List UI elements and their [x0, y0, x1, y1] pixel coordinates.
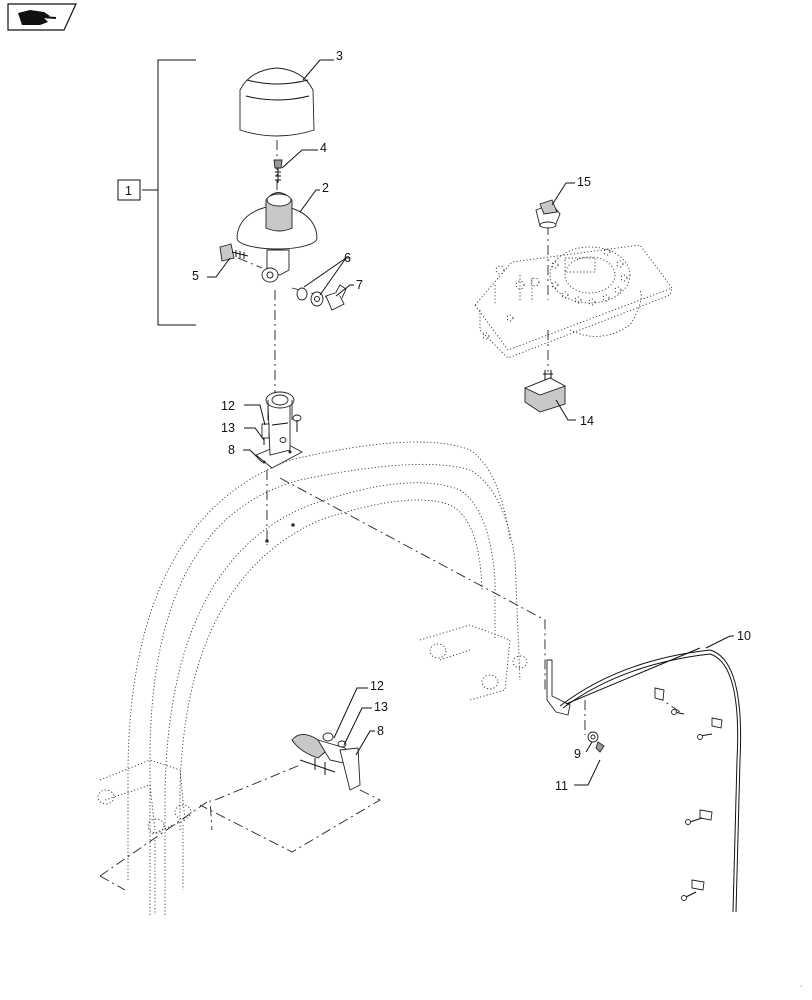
leader-lines: [207, 59, 734, 786]
callout-13-upper: 13: [221, 421, 235, 435]
callout-9: 9: [574, 747, 581, 761]
callout-15: 15: [577, 175, 591, 189]
corner-mark: `: [800, 985, 803, 994]
callout-5: 5: [192, 269, 199, 283]
rocker-switch: [523, 370, 567, 413]
wire-harness: [546, 647, 742, 913]
callout-6: 6: [344, 251, 351, 265]
callout-4: 4: [320, 141, 327, 155]
screw: [273, 159, 283, 183]
callout-10: 10: [737, 629, 751, 643]
rops-frame: [97, 441, 528, 915]
lower-mount-bracket: [291, 732, 361, 791]
nav-button[interactable]: [7, 3, 77, 31]
callout-12-lower: 12: [370, 679, 384, 693]
center-lines: [99, 100, 681, 891]
pointing-hand-icon: [18, 10, 57, 25]
callout-2: 2: [322, 181, 329, 195]
callout-1: 1: [125, 184, 132, 198]
callout-13-lower: 13: [374, 700, 388, 714]
switch-knob: [535, 199, 561, 229]
assembly-bracket: [117, 59, 196, 326]
callout-7: 7: [356, 278, 363, 292]
callout-labels: 1 2 3 4 5 6 7 12 13 8 15 14 10 12 13 8 9…: [125, 49, 751, 793]
beacon-lens: [239, 67, 315, 137]
upper-mount-bracket: [255, 391, 303, 469]
callout-8-lower: 8: [377, 724, 384, 738]
callout-12-upper: 12: [221, 399, 235, 413]
beacon-base: [236, 192, 318, 283]
washers-and-nut: [296, 284, 347, 311]
harness-clips: [654, 687, 723, 901]
callout-8-upper: 8: [228, 443, 235, 457]
clip-and-screw: [587, 731, 605, 753]
bolt: [219, 243, 249, 262]
dash-panel: [474, 244, 673, 359]
callout-3: 3: [336, 49, 343, 63]
callout-14: 14: [580, 414, 594, 428]
callout-11: 11: [555, 779, 568, 793]
